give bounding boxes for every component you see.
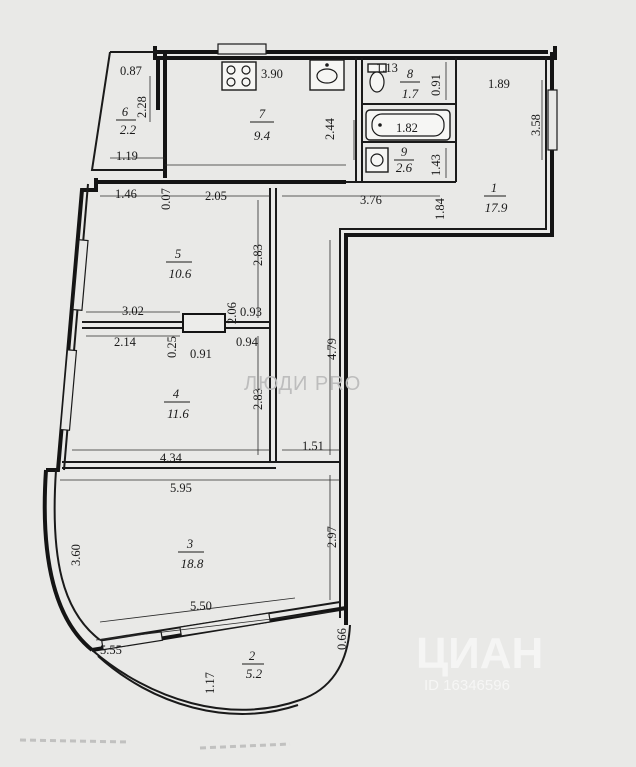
svg-text:8: 8 bbox=[407, 67, 414, 81]
svg-text:5.2: 5.2 bbox=[246, 666, 263, 681]
svg-text:17.9: 17.9 bbox=[485, 200, 508, 215]
brand-watermark: ЛЮДИ PRO bbox=[244, 373, 361, 395]
dim-label: 1.19 bbox=[116, 149, 138, 163]
dim-label: 2.14 bbox=[114, 335, 137, 349]
dim-label: 5.50 bbox=[190, 599, 212, 613]
dim-label: 1.17 bbox=[203, 672, 217, 694]
room-label-9: 9 2.6 bbox=[394, 145, 414, 175]
room-label-5: 5 10.6 bbox=[166, 247, 192, 281]
dim-label: 5.95 bbox=[170, 481, 192, 495]
sink-icon bbox=[309, 59, 345, 91]
stove-icon bbox=[221, 61, 257, 91]
dim-label: 2.83 bbox=[251, 388, 265, 410]
dim-label: 1.46 bbox=[115, 187, 137, 201]
svg-text:7: 7 bbox=[259, 107, 266, 121]
dim-label: 4.34 bbox=[160, 451, 183, 465]
dim-label: 0.87 bbox=[120, 64, 142, 78]
dim-label: 2.83 bbox=[251, 244, 265, 266]
dim-label: 1.13 bbox=[376, 61, 398, 75]
dim-label: 3.58 bbox=[529, 114, 543, 136]
room-label-4: 4 11.6 bbox=[164, 387, 190, 421]
room-label-6: 6 2.2 bbox=[116, 105, 137, 137]
dim-label: 1.51 bbox=[302, 439, 324, 453]
svg-text:1.7: 1.7 bbox=[402, 86, 419, 101]
svg-text:5: 5 bbox=[175, 247, 181, 261]
dim-label: 2.97 bbox=[325, 526, 339, 548]
washbasin-icon bbox=[365, 147, 389, 173]
room-label-7: 7 9.4 bbox=[250, 107, 274, 143]
dim-label: 0.93 bbox=[240, 305, 262, 319]
svg-text:11.6: 11.6 bbox=[167, 406, 189, 421]
room-label-1: 1 17.9 bbox=[484, 181, 508, 215]
dim-label: 5.55 bbox=[100, 643, 122, 657]
dim-label: 1.82 bbox=[396, 121, 418, 135]
room-label-2: 2 5.2 bbox=[242, 649, 264, 681]
dim-label: 2.06 bbox=[225, 302, 239, 324]
svg-text:10.6: 10.6 bbox=[169, 266, 192, 281]
smudged-annotation bbox=[19, 738, 291, 750]
dim-label: 0.91 bbox=[429, 74, 443, 96]
svg-text:6: 6 bbox=[122, 105, 129, 119]
svg-text:9.4: 9.4 bbox=[254, 128, 271, 143]
dim-label: 3.90 bbox=[261, 67, 283, 81]
svg-text:3: 3 bbox=[186, 537, 193, 551]
svg-text:2: 2 bbox=[249, 649, 255, 663]
dim-label: 0.94 bbox=[236, 335, 259, 349]
dim-label: 1.84 bbox=[433, 197, 447, 220]
dim-label: 1.89 bbox=[488, 77, 510, 91]
svg-text:9: 9 bbox=[401, 145, 408, 159]
room-label-3: 3 18.8 bbox=[178, 537, 204, 571]
bathtub-icon bbox=[365, 109, 451, 141]
svg-text:2.2: 2.2 bbox=[120, 122, 137, 137]
dim-label: 0.25 bbox=[165, 336, 179, 358]
dim-label: 3.60 bbox=[69, 544, 83, 566]
dimension-lines bbox=[60, 62, 543, 641]
dim-label: 2.05 bbox=[205, 189, 227, 203]
svg-text:18.8: 18.8 bbox=[181, 556, 204, 571]
dim-label: 2.44 bbox=[323, 117, 337, 140]
svg-text:2.6: 2.6 bbox=[396, 160, 413, 175]
dim-label: 3.02 bbox=[122, 304, 144, 318]
room-label-8: 8 1.7 bbox=[400, 67, 420, 101]
dim-label: 2.28 bbox=[135, 96, 149, 118]
dim-label: 4.79 bbox=[325, 338, 339, 360]
toilet-icon bbox=[367, 63, 387, 93]
partition-box bbox=[182, 313, 226, 333]
cian-watermark: ЦИАН bbox=[416, 629, 543, 678]
interior-walls bbox=[62, 58, 457, 469]
cian-id-watermark: ID 16346596 bbox=[424, 677, 510, 694]
dimension-labels: 0.87 3.90 1.13 0.91 1.89 2.28 2.44 1.82 … bbox=[69, 61, 543, 694]
svg-text:4: 4 bbox=[173, 387, 179, 401]
dim-label: 0.66 bbox=[335, 628, 349, 650]
dim-label: 1.43 bbox=[429, 154, 443, 176]
dim-label: 0.91 bbox=[190, 347, 212, 361]
dim-label: 3.76 bbox=[360, 193, 382, 207]
dim-label: 0.07 bbox=[159, 188, 173, 210]
svg-text:1: 1 bbox=[491, 181, 497, 195]
